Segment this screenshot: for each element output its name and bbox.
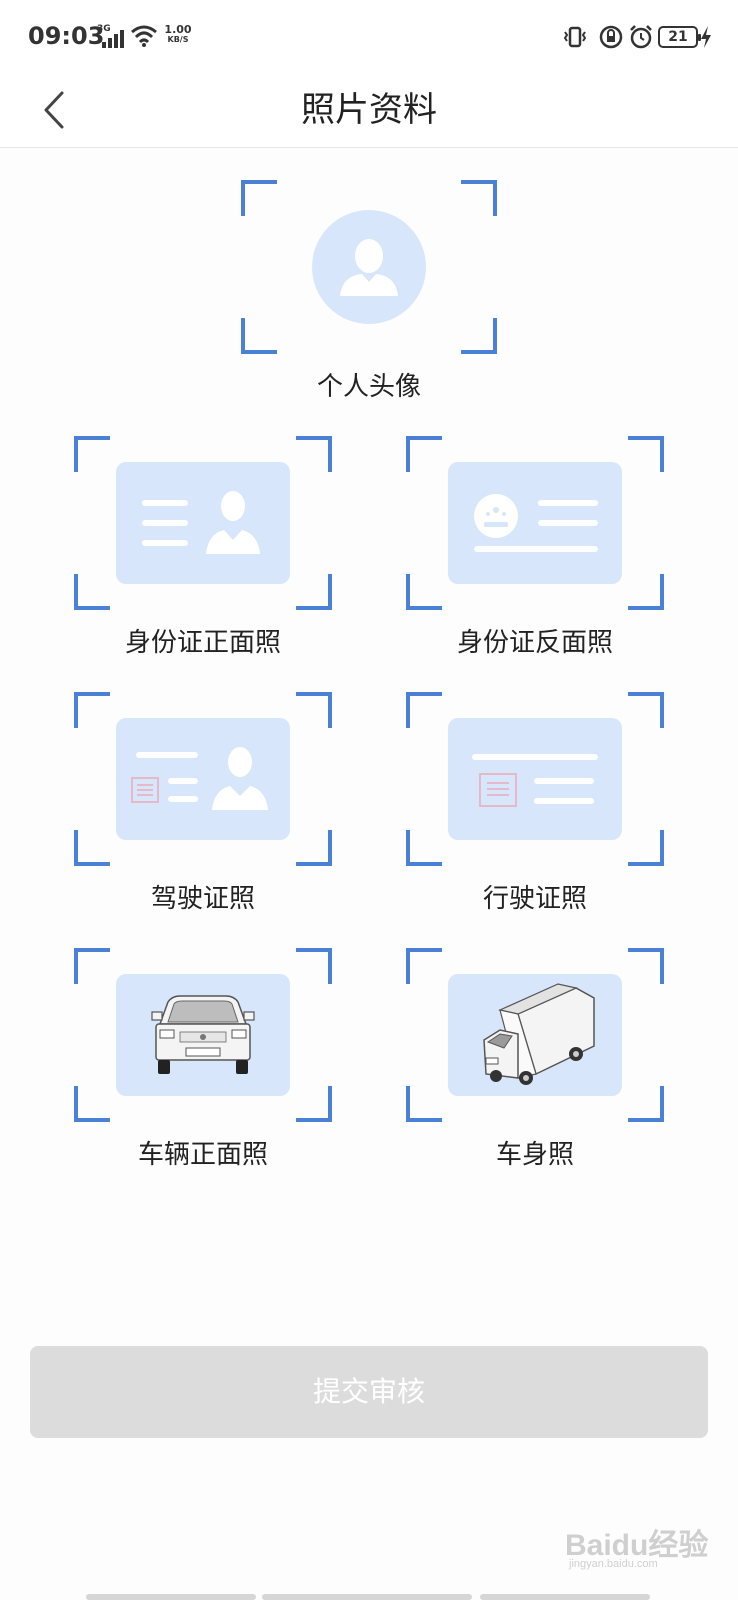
driver-license-icon: [131, 747, 268, 810]
status-bar: 09:03 3G 1.00 KB/S 21: [0, 0, 738, 72]
battery-icon: 21: [658, 26, 701, 48]
id-back-upload-slot[interactable]: [406, 436, 664, 610]
bottom-bar-segment: [480, 1594, 650, 1600]
frame-corner: [406, 574, 442, 610]
frame-corner: [628, 436, 664, 472]
rotation-lock-icon: [599, 25, 623, 49]
back-button[interactable]: [30, 82, 78, 138]
frame-corner: [296, 574, 332, 610]
vehicle-license-card: [448, 718, 622, 840]
id-card-back-icon: [474, 494, 598, 552]
vehicle-front-card: [116, 974, 290, 1096]
frame-corner: [74, 948, 110, 984]
id-front-card: [116, 462, 290, 584]
frame-corner: [74, 830, 110, 866]
frame-corner: [628, 1086, 664, 1122]
vehicle-license-icon: [472, 754, 598, 807]
driver-license-label: 驾驶证照: [150, 884, 255, 914]
bottom-bar-segment: [262, 1594, 472, 1600]
network-type: 3G: [97, 24, 111, 34]
driver-license-upload-slot[interactable]: [74, 692, 332, 866]
frame-corner: [74, 692, 110, 728]
frame-corner: [296, 830, 332, 866]
van-side-icon: [483, 983, 595, 1085]
bottom-bar-segment: [86, 1594, 256, 1600]
avatar-person-icon: [312, 210, 426, 324]
frame-corner: [628, 948, 664, 984]
frame-corner: [461, 180, 497, 216]
frame-corner: [74, 1086, 110, 1122]
frame-corner: [406, 830, 442, 866]
id-back-card: [448, 462, 622, 584]
bottom-edge: [0, 1590, 738, 1600]
submit-review-button[interactable]: 提交审核: [30, 1346, 708, 1438]
watermark-logo: Baidu经验: [565, 1529, 709, 1562]
frame-corner: [406, 436, 442, 472]
wifi-icon: [131, 25, 157, 47]
nav-header: 照片资料: [0, 72, 738, 148]
status-time: 09:03: [28, 22, 105, 50]
network-speed: 1.00 KB/S: [161, 24, 195, 45]
id-card-front-icon: [142, 491, 260, 554]
id-front-upload-slot[interactable]: [74, 436, 332, 610]
chevron-left-icon: [44, 91, 64, 129]
charging-icon: [701, 26, 711, 48]
watermark-url: jingyan.baidu.com: [569, 1558, 658, 1570]
watermark: Baidu经验 jingyan.baidu.com: [565, 1506, 725, 1576]
alarm-icon: [630, 25, 652, 49]
vehicle-front-upload-slot[interactable]: [74, 948, 332, 1122]
signal-icon: [102, 30, 124, 48]
frame-corner: [628, 574, 664, 610]
id-back-label: 身份证反面照: [456, 628, 613, 658]
car-front-icon: [151, 995, 255, 1074]
frame-corner: [296, 1086, 332, 1122]
frame-corner: [406, 692, 442, 728]
frame-corner: [296, 948, 332, 984]
frame-corner: [296, 692, 332, 728]
vehicle-body-label: 车身照: [495, 1140, 574, 1170]
frame-corner: [461, 318, 497, 354]
frame-corner: [628, 692, 664, 728]
page-title: 照片资料: [301, 90, 437, 130]
vehicle-front-label: 车辆正面照: [137, 1140, 268, 1170]
frame-corner: [241, 180, 277, 216]
frame-corner: [74, 436, 110, 472]
vehicle-body-upload-slot[interactable]: [406, 948, 664, 1122]
frame-corner: [406, 948, 442, 984]
frame-corner: [296, 436, 332, 472]
vehicle-license-upload-slot[interactable]: [406, 692, 664, 866]
vibrate-icon: [563, 26, 587, 48]
frame-corner: [628, 830, 664, 866]
speed-value: 1.00: [164, 23, 192, 36]
speed-unit: KB/S: [167, 35, 189, 44]
vehicle-body-card: [448, 974, 622, 1096]
id-front-label: 身份证正面照: [124, 628, 281, 658]
frame-corner: [406, 1086, 442, 1122]
avatar-upload-slot[interactable]: [241, 180, 497, 354]
vehicle-license-label: 行驶证照: [482, 884, 587, 914]
avatar-label: 个人头像: [316, 372, 421, 402]
frame-corner: [74, 574, 110, 610]
driver-license-card: [116, 718, 290, 840]
frame-corner: [241, 318, 277, 354]
